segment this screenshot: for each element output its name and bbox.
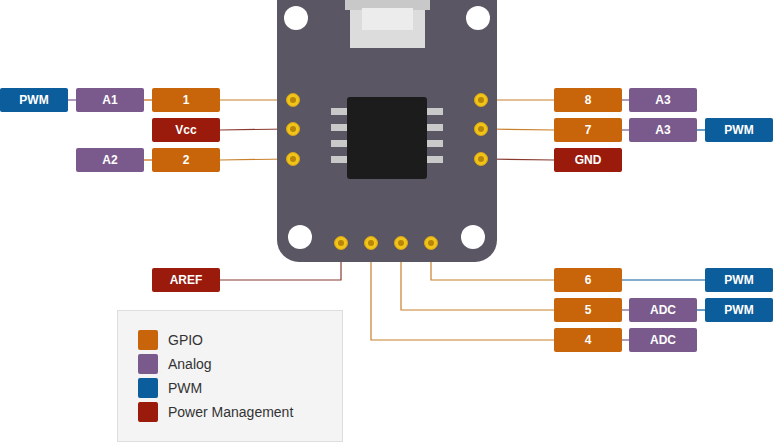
pin-label: A3 xyxy=(655,93,670,107)
pin-label-box: ADC xyxy=(629,298,697,322)
pin-label-box: PWM xyxy=(705,268,773,292)
legend-swatch xyxy=(138,330,158,350)
pin-label: A2 xyxy=(102,153,117,167)
pin-label: 8 xyxy=(585,93,592,107)
pin-label: GND xyxy=(575,153,602,167)
legend-panel xyxy=(118,311,343,442)
pin-label-box: 1 xyxy=(152,88,220,112)
pin-label-box: 4 xyxy=(554,328,622,352)
pin-label: 4 xyxy=(585,333,592,347)
pin-label: PWM xyxy=(724,123,753,137)
connector-line xyxy=(697,309,705,310)
pin-label: ADC xyxy=(650,333,676,347)
pin-label-box: 8 xyxy=(554,88,622,112)
pin-label: A3 xyxy=(655,123,670,137)
pin-label-box: GND xyxy=(554,148,622,172)
pin-label-box: 7 xyxy=(554,118,622,142)
pin-label: 6 xyxy=(585,273,592,287)
pin-label-box: A2 xyxy=(76,148,144,172)
pin-label-box: Vcc xyxy=(152,118,220,142)
legend-text: GPIO xyxy=(168,332,203,348)
legend-swatch xyxy=(138,402,158,422)
legend-text: Analog xyxy=(168,356,212,372)
legend-text: Power Management xyxy=(168,404,293,420)
pin-label-box: 2 xyxy=(152,148,220,172)
connector-line xyxy=(68,99,76,100)
connector-line xyxy=(622,309,629,310)
pin-label: Vcc xyxy=(175,123,196,137)
pin-label: PWM xyxy=(724,273,753,287)
pin-label-box: AREF xyxy=(152,268,220,292)
pin-label-box: A1 xyxy=(76,88,144,112)
pin-label-box: A3 xyxy=(629,118,697,142)
pin-label: 5 xyxy=(585,303,592,317)
pin-label-box: PWM xyxy=(705,298,773,322)
pin-label: 1 xyxy=(183,93,190,107)
pin-label-box: A3 xyxy=(629,88,697,112)
pin-label: AREF xyxy=(170,273,203,287)
pin-label: 2 xyxy=(183,153,190,167)
connector-line xyxy=(697,129,705,130)
connector-line xyxy=(144,159,152,160)
pin-label: A1 xyxy=(102,93,117,107)
pin-label-box: ADC xyxy=(629,328,697,352)
pin-label: PWM xyxy=(724,303,753,317)
legend-swatch xyxy=(138,354,158,374)
mounting-holes xyxy=(284,6,490,249)
pin-label: 7 xyxy=(585,123,592,137)
chip xyxy=(347,97,427,179)
connector-line xyxy=(622,129,629,130)
connector-line xyxy=(144,99,152,100)
pin-label-box: 5 xyxy=(554,298,622,322)
pin-label-box: PWM xyxy=(0,88,68,112)
connector-line xyxy=(622,279,705,280)
pin-label: PWM xyxy=(19,93,48,107)
pin-label-box: PWM xyxy=(705,118,773,142)
board xyxy=(277,0,497,262)
connector-line xyxy=(622,339,629,340)
legend-text: PWM xyxy=(168,380,202,396)
pin-label-box: 6 xyxy=(554,268,622,292)
legend-swatch xyxy=(138,378,158,398)
pin-label: ADC xyxy=(650,303,676,317)
connector-line xyxy=(622,99,629,100)
pins xyxy=(287,94,488,250)
